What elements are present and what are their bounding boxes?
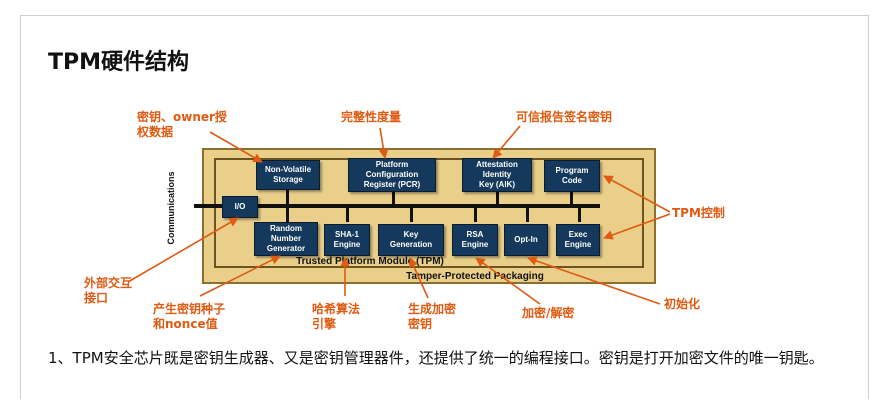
annotation-key-owner-data: 密钥、owner授 权数据 — [137, 110, 227, 139]
arrow-encrypt-decrypt — [475, 257, 541, 305]
slide-frame — [20, 15, 869, 399]
arrow-tpm-control-1 — [603, 175, 671, 213]
arrow-initialize — [527, 256, 661, 305]
bus-stub — [578, 208, 581, 222]
arrow-integrity — [378, 127, 389, 159]
arrow-trusted-report — [492, 125, 521, 159]
annotation-external-interface: 外部交互 接口 — [84, 276, 133, 305]
pcr-block: Platform Configuration Register (PCR) — [348, 158, 436, 192]
annotation-trusted-report-key: 可信报告签名密钥 — [516, 110, 613, 124]
arrow-external-interface — [127, 217, 239, 283]
annotation-key-seed-nonce: 产生密钥种子 和nonce值 — [153, 302, 226, 331]
slide-title: TPM硬件结构 — [48, 50, 190, 75]
annotation-initialize: 初始化 — [664, 297, 701, 311]
program-code-block: Program Code — [544, 160, 600, 192]
sha1-engine-block: SHA-1 Engine — [324, 224, 370, 256]
arrow-key-seed — [199, 255, 281, 297]
io-block: I/O — [222, 196, 258, 218]
opt-in-block: Opt-In — [504, 224, 548, 256]
annotation-encrypt-decrypt: 加密/解密 — [522, 306, 575, 320]
annotation-tpm-control: TPM控制 — [672, 206, 725, 220]
exec-engine-block: Exec Engine — [556, 224, 600, 256]
arrow-key-generation — [409, 257, 429, 299]
key-generation-block: Key Generation — [378, 224, 444, 256]
bus-stub — [526, 208, 529, 222]
internal-bus — [194, 204, 600, 208]
arrow-tpm-control-2 — [603, 213, 671, 240]
bus-stub — [286, 208, 289, 222]
packaging-caption: Tamper-Protected Packaging — [406, 271, 544, 282]
bus-stub — [286, 190, 289, 204]
body-text: 1、TPM安全芯片既是密钥生成器、又是密钥管理器件，还提供了统一的编程接口。密钥… — [48, 349, 824, 367]
bus-stub — [570, 192, 573, 204]
tpm-caption: Trusted Platform Module (TPM) — [296, 256, 444, 267]
non-volatile-storage-block: Non-Volatile Storage — [256, 160, 320, 190]
bus-stub — [346, 208, 349, 222]
random-number-generator-block: Random Number Generator — [254, 222, 318, 256]
bus-stub — [392, 192, 395, 204]
bus-stub — [410, 208, 413, 222]
annotation-hash-engine: 哈希算法 引擎 — [312, 302, 361, 331]
bus-stub — [474, 208, 477, 222]
bus-stub — [496, 192, 499, 204]
arrow-key-owner — [209, 131, 263, 163]
annotation-integrity-metric: 完整性度量 — [341, 110, 402, 124]
rsa-engine-block: RSA Engine — [452, 224, 498, 256]
annotation-key-generation: 生成加密 密钥 — [408, 302, 457, 331]
